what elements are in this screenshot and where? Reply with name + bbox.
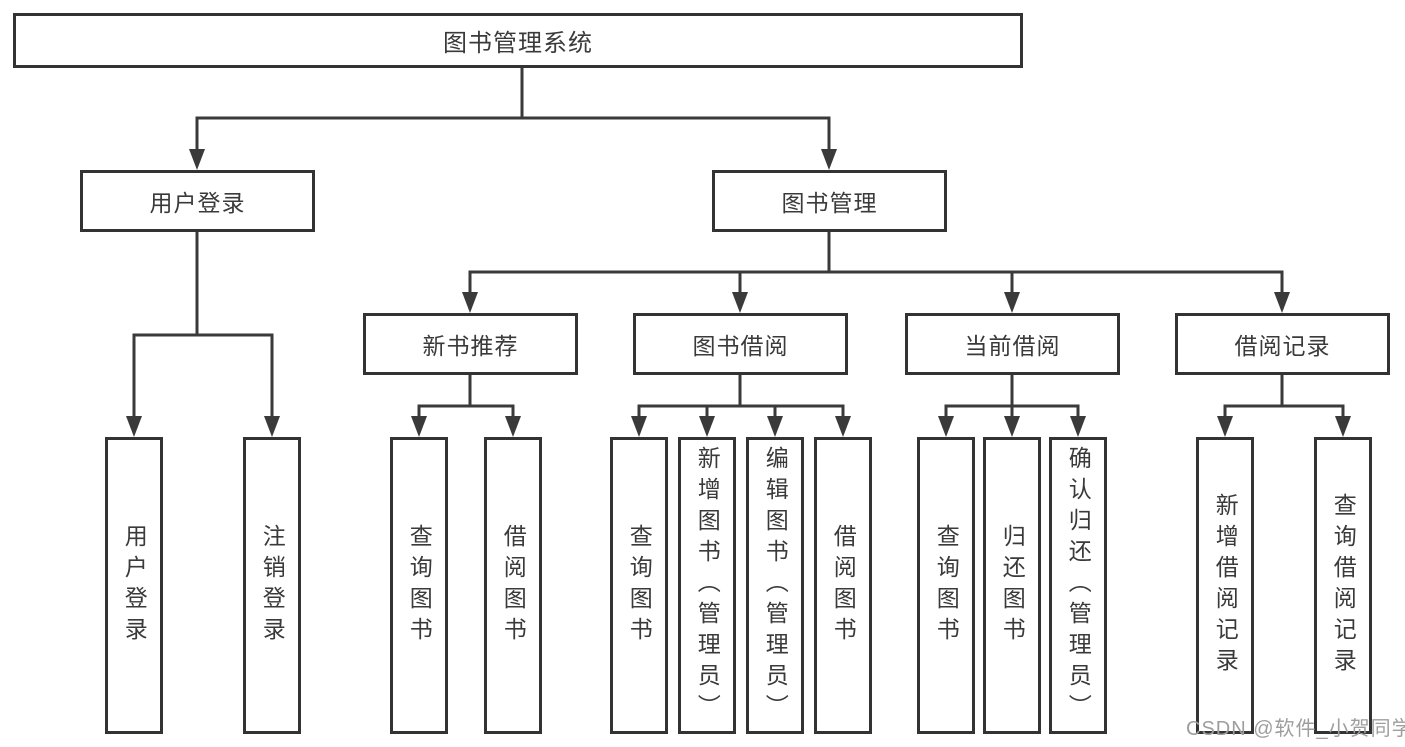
node-user-login: 用户登录 (80, 170, 315, 232)
leaf-label: 新增借阅记录 (1212, 492, 1239, 679)
leaf-query-books-borrow: 查询图书 (610, 437, 668, 734)
leaf-label: 查询图书 (933, 523, 960, 648)
node-new-book-recommendation: 新书推荐 (363, 313, 578, 375)
node-book-management: 图书管理 (712, 170, 947, 232)
leaf-add-books-admin: 新增图书（管理员） (678, 437, 736, 734)
leaf-label: 查询图书 (626, 523, 653, 648)
leaf-borrow-books-recommend: 借阅图书 (484, 437, 542, 734)
leaf-label: 归还图书 (999, 523, 1026, 648)
leaf-label: 编辑图书（管理员） (762, 446, 789, 725)
leaf-label: 借阅图书 (830, 523, 857, 648)
leaf-label: 注销登录 (259, 523, 286, 648)
leaf-confirm-return-admin: 确认归还（管理员） (1049, 437, 1107, 734)
leaf-query-borrow-record: 查询借阅记录 (1314, 437, 1372, 734)
node-current-borrowing: 当前借阅 (905, 313, 1120, 375)
leaf-logout: 注销登录 (243, 437, 301, 734)
leaf-label: 借阅图书 (500, 523, 527, 648)
leaf-return-books: 归还图书 (983, 437, 1041, 734)
node-borrowing-records: 借阅记录 (1175, 313, 1390, 375)
leaf-query-books-current: 查询图书 (917, 437, 975, 734)
leaf-label: 查询借阅记录 (1330, 492, 1357, 679)
node-book-borrowing: 图书借阅 (633, 313, 848, 375)
node-library-management-system: 图书管理系统 (13, 13, 1023, 68)
csdn-watermark: CSDN @软件_小贺同学 (1186, 718, 1405, 740)
leaf-borrow-books: 借阅图书 (814, 437, 872, 734)
leaf-query-books-recommend: 查询图书 (390, 437, 448, 734)
leaf-edit-books-admin: 编辑图书（管理员） (746, 437, 804, 734)
leaf-label: 用户登录 (121, 523, 148, 648)
leaf-label: 新增图书（管理员） (694, 446, 721, 725)
leaf-add-borrow-record: 新增借阅记录 (1196, 437, 1254, 734)
leaf-label: 确认归还（管理员） (1065, 446, 1092, 725)
leaf-label: 查询图书 (406, 523, 433, 648)
leaf-user-login: 用户登录 (105, 437, 163, 734)
